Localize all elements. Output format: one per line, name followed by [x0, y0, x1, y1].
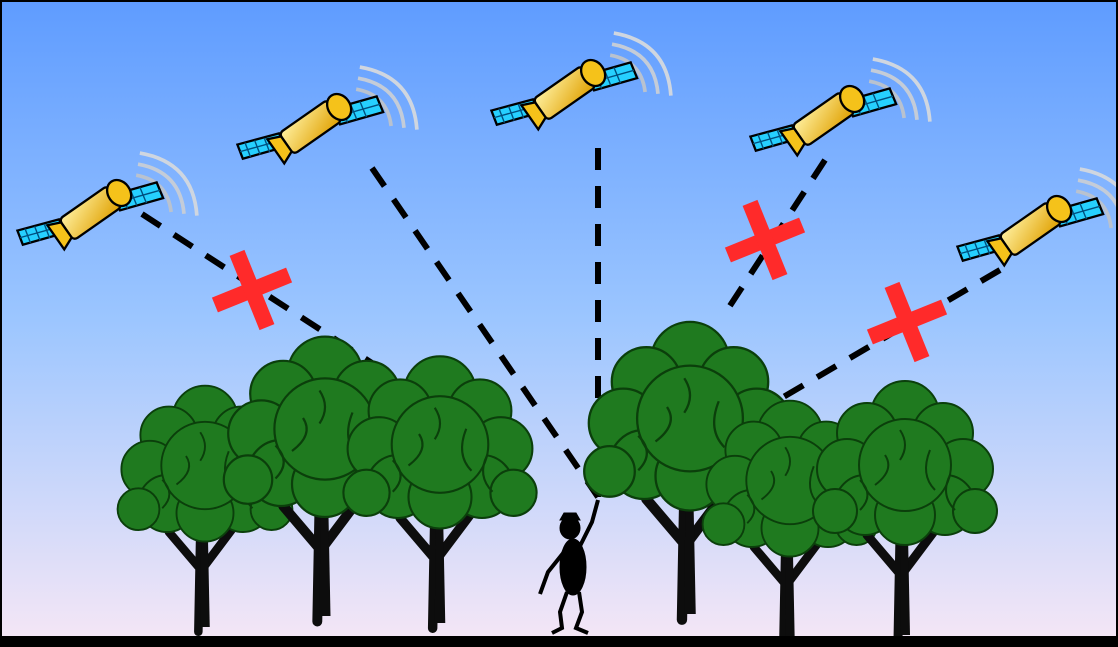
person-icon [538, 499, 600, 635]
signal-line-sat-2 [369, 166, 601, 499]
signal-line-sat-1 [140, 211, 397, 381]
ground [0, 636, 1118, 647]
